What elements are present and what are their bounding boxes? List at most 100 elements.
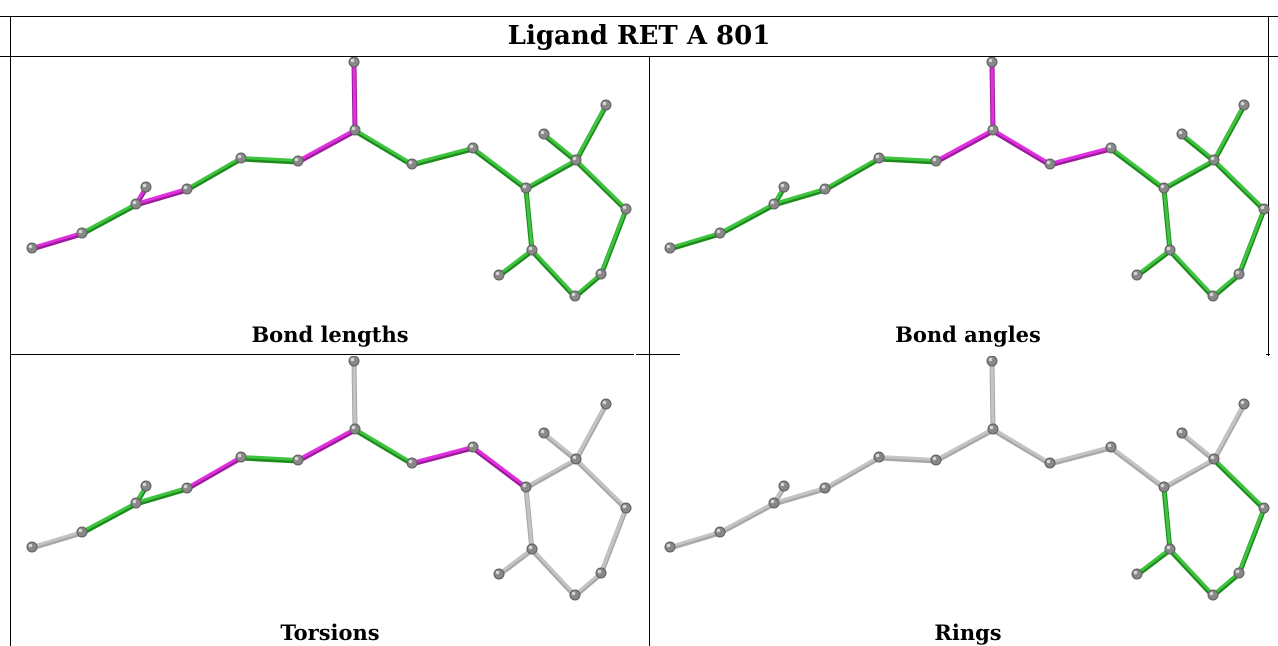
bond	[1212, 402, 1246, 460]
bond	[524, 186, 534, 251]
atom	[600, 398, 612, 410]
atom-highlight	[1133, 570, 1138, 575]
atom	[348, 356, 360, 367]
atom-highlight	[183, 484, 188, 489]
bond	[599, 506, 628, 574]
atom-highlight	[351, 425, 356, 430]
atom	[819, 482, 831, 494]
atom	[873, 451, 885, 463]
atom	[1258, 203, 1270, 215]
atom	[130, 497, 142, 509]
bond	[353, 427, 414, 464]
atom	[467, 441, 479, 453]
bond	[1135, 547, 1172, 575]
bond	[352, 359, 357, 430]
atom-highlight	[540, 130, 545, 135]
bond	[80, 501, 138, 533]
atom	[493, 568, 505, 580]
atom	[1207, 290, 1219, 302]
bond	[877, 156, 938, 162]
bond	[1212, 457, 1266, 509]
atom-highlight	[780, 482, 785, 487]
atom-highlight	[522, 184, 527, 189]
bond	[668, 231, 722, 249]
bond	[530, 248, 577, 297]
atom-highlight	[716, 229, 721, 234]
atom-highlight	[932, 456, 937, 461]
bond	[410, 445, 475, 464]
row-divider-left	[10, 354, 634, 355]
atom-highlight	[78, 528, 83, 533]
atom-highlight	[350, 58, 355, 63]
atom	[1208, 453, 1220, 465]
bond	[718, 501, 776, 533]
bond	[877, 455, 938, 461]
atom-highlight	[183, 185, 188, 190]
bond	[134, 486, 189, 504]
atom	[1233, 567, 1245, 579]
atom-highlight	[988, 58, 993, 63]
top-border	[0, 16, 1278, 17]
atom-highlight	[528, 246, 533, 251]
atom-highlight	[1235, 569, 1240, 574]
atom	[181, 482, 193, 494]
atom-highlight	[572, 455, 577, 460]
bond	[1109, 445, 1166, 488]
atom	[569, 589, 581, 601]
atom	[1131, 269, 1143, 281]
atom-highlight	[780, 183, 785, 188]
atom	[768, 198, 780, 210]
atom	[292, 454, 304, 466]
atom	[1105, 142, 1117, 154]
atom-highlight	[622, 504, 627, 509]
atom-highlight	[408, 459, 413, 464]
atom-highlight	[821, 185, 826, 190]
atom	[1044, 158, 1056, 170]
atom	[26, 541, 38, 553]
atom	[873, 152, 885, 164]
bond	[1237, 207, 1266, 275]
atom-highlight	[622, 205, 627, 210]
atom-highlight	[1260, 205, 1265, 210]
bond	[934, 427, 995, 461]
atom	[569, 290, 581, 302]
bond	[1162, 158, 1216, 189]
atom	[520, 182, 532, 194]
atom	[520, 481, 532, 493]
atom	[1207, 589, 1219, 601]
bond	[1168, 248, 1215, 297]
atom-highlight	[132, 499, 137, 504]
bond	[772, 187, 827, 205]
atom-highlight	[572, 156, 577, 161]
atom	[595, 268, 607, 280]
atom-highlight	[597, 569, 602, 574]
atom	[1238, 99, 1250, 111]
atom	[235, 451, 247, 463]
atom-highlight	[1178, 130, 1183, 135]
atom	[526, 244, 538, 256]
bond	[497, 547, 534, 575]
bond	[1162, 457, 1216, 488]
atom	[1158, 481, 1170, 493]
bond	[990, 359, 995, 430]
atom-highlight	[1166, 246, 1171, 251]
panel-bond-angles	[650, 57, 1278, 347]
caption-rings: Rings	[934, 620, 1002, 645]
atom	[406, 457, 418, 469]
atom-highlight	[1210, 455, 1215, 460]
atom	[930, 454, 942, 466]
atom-highlight	[522, 483, 527, 488]
bond	[542, 132, 578, 161]
bond	[352, 60, 357, 131]
atom-highlight	[294, 157, 299, 162]
atom	[1233, 268, 1245, 280]
atom-highlight	[875, 453, 880, 458]
molecule-torsions	[26, 356, 632, 601]
atom-highlight	[1209, 591, 1214, 596]
bond	[574, 158, 628, 210]
atom-highlight	[469, 144, 474, 149]
atom-highlight	[1210, 156, 1215, 161]
bond	[991, 427, 1052, 464]
atom-highlight	[78, 229, 83, 234]
